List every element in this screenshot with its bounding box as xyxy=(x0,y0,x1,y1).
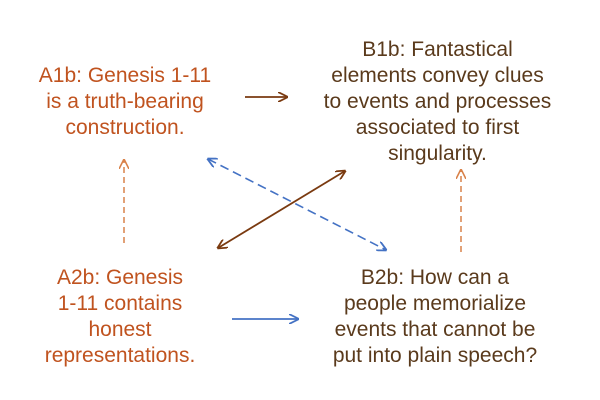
node-b2b-line: people memorialize xyxy=(343,292,527,315)
node-b1b-line: associated to first xyxy=(355,116,520,139)
node-b1b-line: B1b: Fantastical xyxy=(362,38,513,61)
node-a2b-line: honest xyxy=(88,318,152,341)
node-b1b: B1b: Fantastical elements convey clues t… xyxy=(295,37,580,167)
node-a2b-line: representations. xyxy=(44,344,196,367)
node-a2b-line: A2b: Genesis xyxy=(56,266,184,289)
node-b2b-line: put into plain speech? xyxy=(332,344,538,367)
node-a1b-line: construction. xyxy=(65,116,185,139)
node-a2b-line: 1-11 contains xyxy=(57,292,183,315)
node-b1b-line: to events and processes xyxy=(323,90,552,113)
node-a1b-line: A1b: Genesis 1-11 xyxy=(38,64,212,87)
arrow-a2b-b1b-bidirectional xyxy=(218,171,345,248)
node-b1b-line: singularity. xyxy=(388,142,487,165)
node-a1b-line: is a truth-bearing xyxy=(46,90,204,113)
arrow-a1b-b2b-bidirectional xyxy=(208,159,386,250)
node-a2b: A2b: Genesis 1-11 contains honest repres… xyxy=(20,265,220,369)
node-a1b: A1b: Genesis 1-11 is a truth-bearing con… xyxy=(10,63,240,141)
node-b1b-line: elements convey clues xyxy=(331,64,544,87)
node-b2b: B2b: How can a people memorialize events… xyxy=(305,265,565,369)
node-b2b-line: B2b: How can a xyxy=(360,266,510,289)
node-b2b-line: events that cannot be xyxy=(334,318,536,341)
